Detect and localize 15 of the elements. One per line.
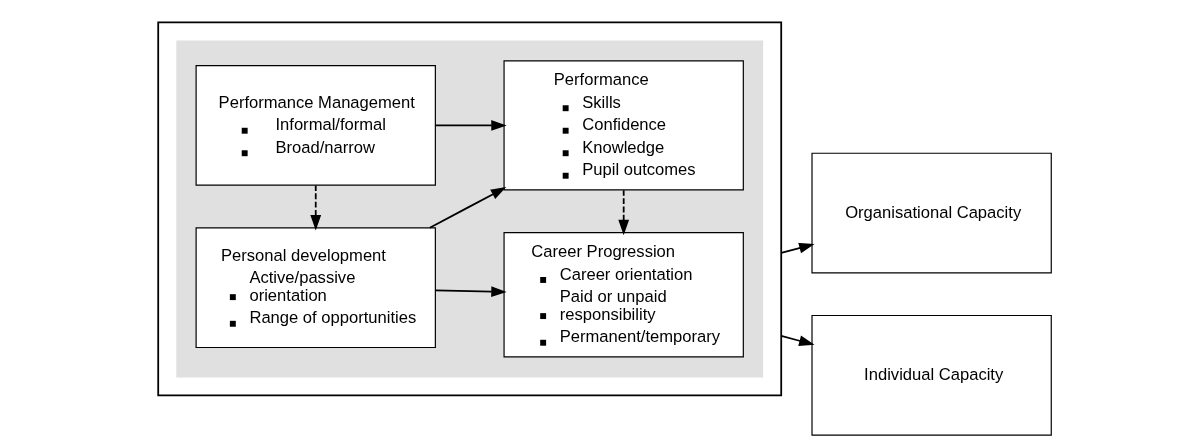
arrow [434, 286, 507, 298]
node-box: Personal development Active/passive orientation Range of opportunities [195, 227, 436, 349]
cluster [157, 21, 783, 397]
arrow [618, 189, 630, 236]
arrow [310, 184, 322, 231]
node-box: Individual Capacity [811, 314, 1052, 436]
arrow [780, 335, 815, 347]
node-box: Career Progression Career orientation Paid or unpaid responsibility Permanent/temporary [503, 232, 744, 358]
arrow [780, 242, 815, 254]
cluster [176, 40, 764, 378]
node-box: Performance Skills Confidence Knowledge Pupil outcomes [503, 60, 744, 191]
arrow [428, 187, 507, 229]
node-box: Organisational Capacity [811, 152, 1052, 274]
arrow [434, 120, 507, 131]
node-box: Performance Management Informal/formal Broad/narrow [195, 65, 436, 186]
